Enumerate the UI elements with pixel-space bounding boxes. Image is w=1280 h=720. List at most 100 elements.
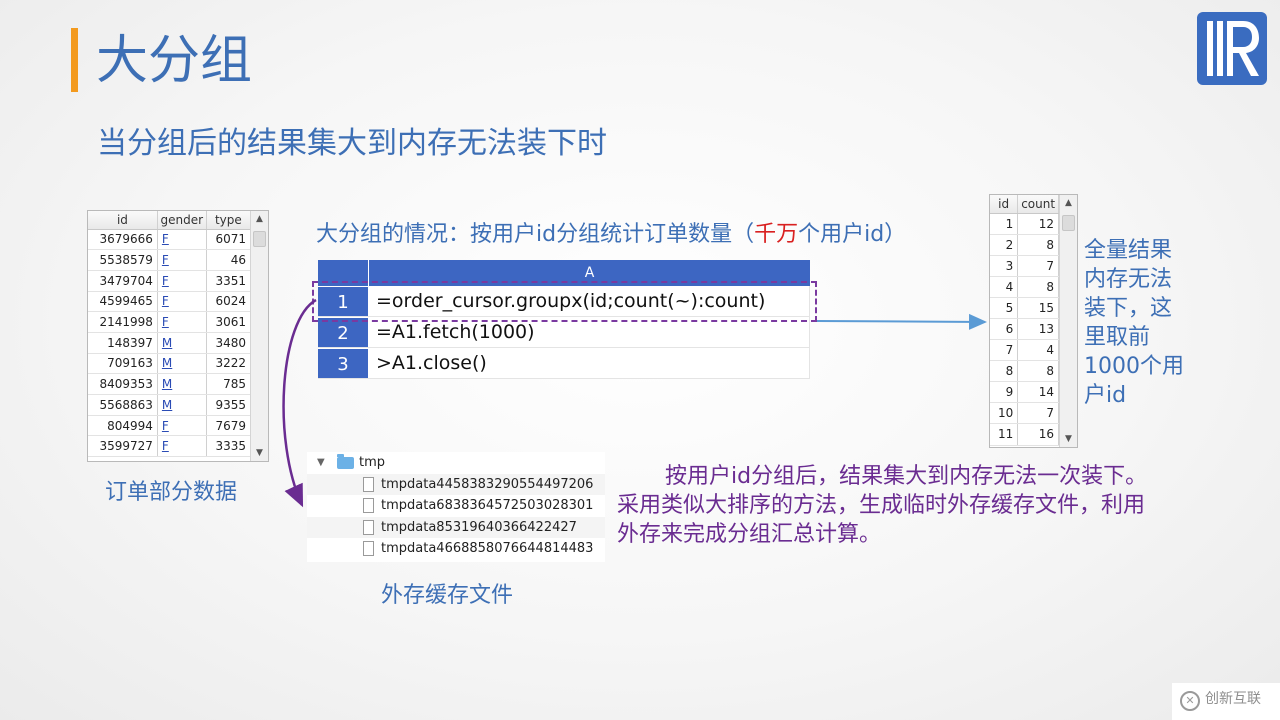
gender-cell[interactable]: F <box>157 311 207 333</box>
id-cell[interactable]: 7 <box>990 339 1019 362</box>
count-cell[interactable]: 15 <box>1017 297 1059 319</box>
column-header-id[interactable]: id <box>990 195 1019 214</box>
id-cell[interactable]: 4599465 <box>88 291 158 313</box>
id-cell[interactable]: 3599727 <box>88 435 158 458</box>
folder-row[interactable]: ▼ tmp <box>307 452 605 474</box>
count-cell[interactable]: 13 <box>1017 318 1059 341</box>
scrollbar-thumb[interactable] <box>253 231 266 247</box>
code-cell[interactable]: =A1.fetch(1000) <box>368 317 810 347</box>
column-header-id[interactable]: id <box>88 211 158 230</box>
id-cell[interactable]: 804994 <box>88 415 158 437</box>
id-cell[interactable]: 1 <box>990 213 1019 235</box>
id-cell[interactable]: 2 <box>990 234 1019 256</box>
id-cell[interactable]: 5 <box>990 297 1019 319</box>
scroll-up-icon[interactable]: ▲ <box>1065 198 1072 208</box>
count-cell[interactable]: 8 <box>1017 276 1059 298</box>
id-cell[interactable]: 3479704 <box>88 270 158 292</box>
id-cell[interactable]: 709163 <box>88 353 158 375</box>
type-cell[interactable]: 3480 <box>206 332 252 354</box>
gender-cell[interactable]: F <box>157 415 207 437</box>
id-cell[interactable]: 4 <box>990 276 1019 298</box>
column-header-gender[interactable]: gender <box>157 211 207 230</box>
count-cell[interactable]: 12 <box>1017 213 1059 235</box>
row-number[interactable]: 3 <box>318 348 368 378</box>
count-cell[interactable]: 8 <box>1017 360 1059 383</box>
count-cell[interactable]: 8 <box>1017 234 1059 256</box>
id-cell[interactable]: 8 <box>990 360 1019 383</box>
row-number[interactable]: 2 <box>318 317 368 347</box>
column-header-type[interactable]: type <box>206 211 252 230</box>
expand-triangle-icon[interactable]: ▼ <box>317 457 325 468</box>
scrollbar-thumb[interactable] <box>1062 215 1075 231</box>
type-cell[interactable]: 7679 <box>206 415 252 437</box>
code-cell[interactable]: >A1.close() <box>368 348 810 378</box>
code-cell[interactable]: =order_cursor.groupx(id;count(~):count) <box>368 286 810 316</box>
file-row[interactable]: tmpdata4458383290554497206 <box>307 473 605 495</box>
id-cell[interactable]: 3 <box>990 255 1019 277</box>
gender-cell[interactable]: F <box>157 229 207 251</box>
type-cell[interactable]: 3351 <box>206 270 252 292</box>
count-cell[interactable]: 14 <box>1017 381 1059 404</box>
gender-cell[interactable]: M <box>157 332 207 354</box>
gender-cell[interactable]: F <box>157 270 207 292</box>
type-cell[interactable]: 9355 <box>206 394 252 416</box>
row-number[interactable]: 1 <box>318 286 368 316</box>
order-table-scrollbar[interactable]: ▲ ▼ <box>250 211 268 461</box>
type-cell[interactable]: 46 <box>206 249 252 271</box>
file-row[interactable]: tmpdata85319640366422427 <box>307 516 605 538</box>
id-cell[interactable]: 11 <box>990 423 1019 446</box>
id-cell[interactable]: 5538579 <box>88 249 158 271</box>
gender-cell[interactable]: F <box>157 291 207 313</box>
gender-cell[interactable]: M <box>157 394 207 416</box>
type-cell[interactable]: 3061 <box>206 311 252 333</box>
scroll-up-icon[interactable]: ▲ <box>256 214 263 224</box>
count-cell[interactable]: 16 <box>1017 423 1059 446</box>
id-cell[interactable]: 148397 <box>88 332 158 354</box>
type-cell[interactable]: 6024 <box>206 291 252 313</box>
type-cell[interactable]: 785 <box>206 373 252 395</box>
scroll-down-icon[interactable]: ▼ <box>256 448 263 458</box>
gender-cell[interactable]: M <box>157 353 207 375</box>
type-cell[interactable]: 6071 <box>206 229 252 251</box>
id-cell[interactable]: 3679666 <box>88 229 158 251</box>
id-cell[interactable]: 5568863 <box>88 394 158 416</box>
id-cell[interactable]: 9 <box>990 381 1019 404</box>
gender-cell[interactable]: M <box>157 373 207 395</box>
id-cell[interactable]: 6 <box>990 318 1019 341</box>
scroll-down-icon[interactable]: ▼ <box>1065 434 1072 444</box>
count-cell[interactable]: 4 <box>1017 339 1059 362</box>
type-cell[interactable]: 3222 <box>206 353 252 375</box>
id-cell[interactable]: 2141998 <box>88 311 158 333</box>
file-row[interactable]: tmpdata4668858076644814483 <box>307 538 605 560</box>
column-header-count[interactable]: count <box>1017 195 1059 214</box>
id-cell[interactable]: 10 <box>990 402 1019 425</box>
id-cell[interactable]: 8409353 <box>88 373 158 395</box>
gender-cell[interactable]: F <box>157 249 207 271</box>
count-cell[interactable]: 7 <box>1017 255 1059 277</box>
file-row[interactable]: tmpdata6838364572503028301 <box>307 495 605 517</box>
count-cell[interactable]: 7 <box>1017 402 1059 425</box>
gender-cell[interactable]: F <box>157 435 207 458</box>
result-table-scrollbar[interactable]: ▲ ▼ <box>1059 195 1077 447</box>
